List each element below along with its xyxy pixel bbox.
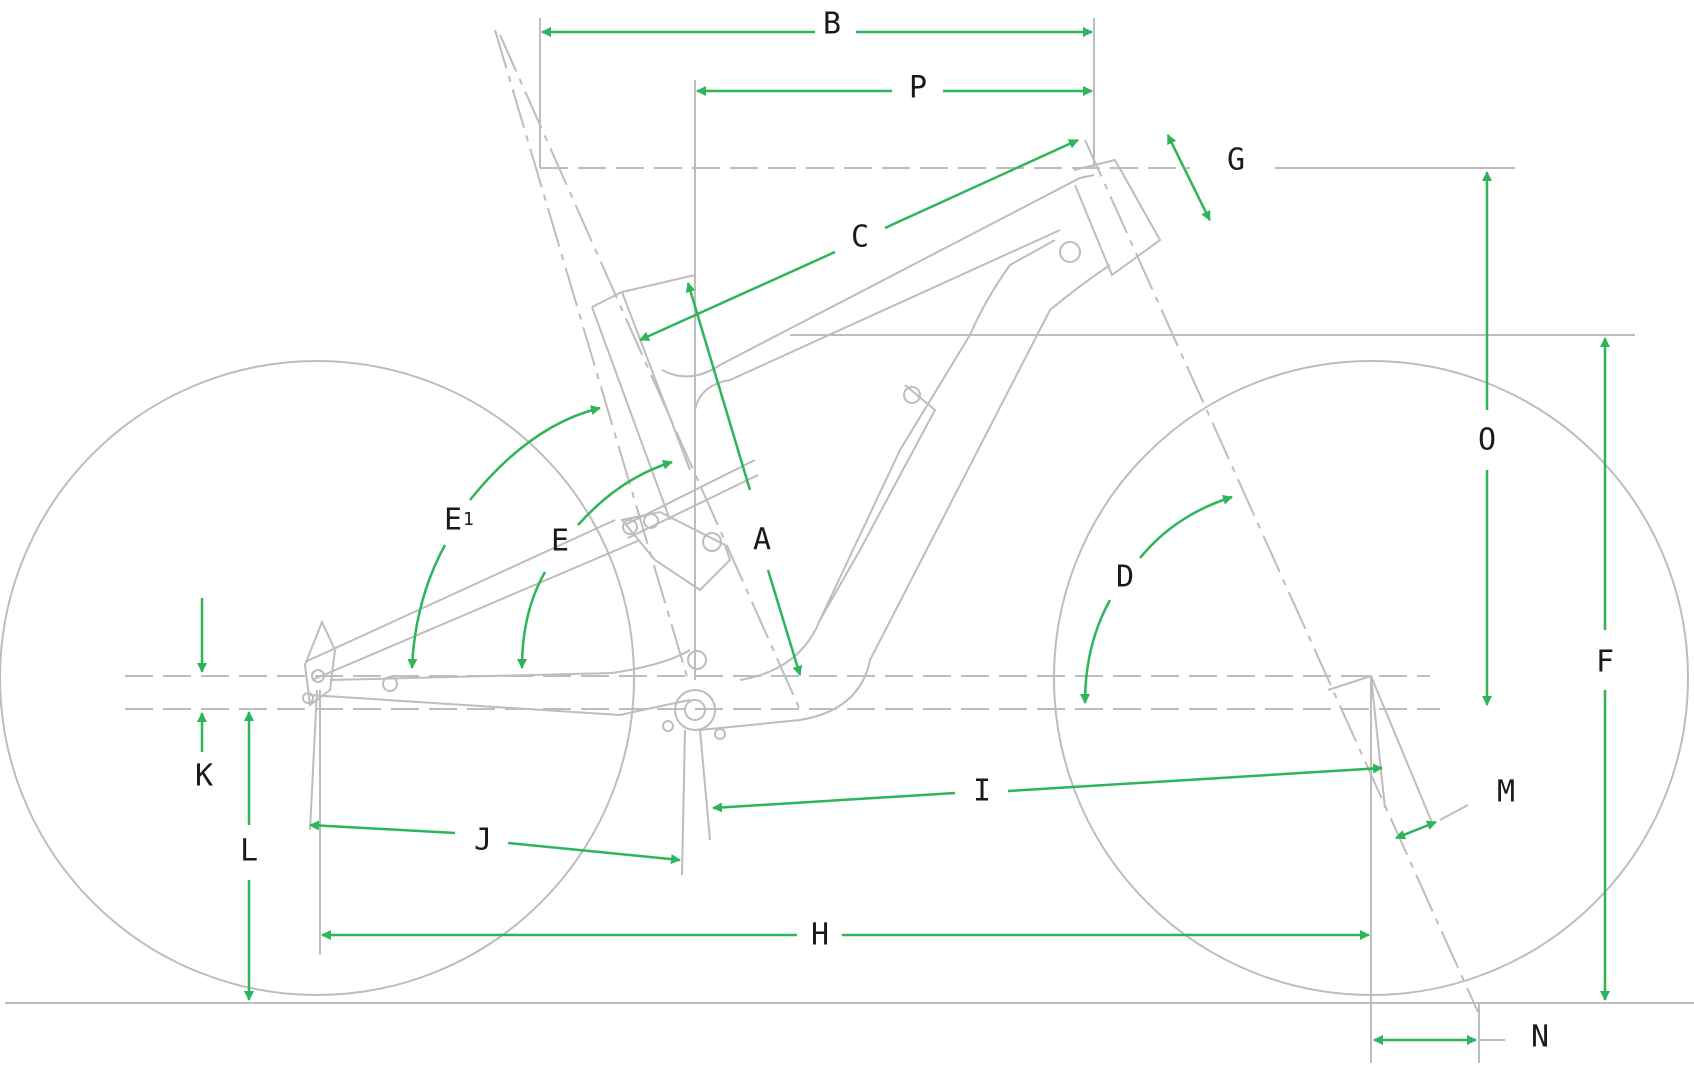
measure-c-arrow-upper (884, 138, 1079, 230)
m-extension (1439, 804, 1469, 821)
label-e1: E (444, 503, 462, 538)
label-o: O (1478, 423, 1496, 458)
label-m: M (1497, 775, 1515, 810)
label-g: G (1227, 143, 1245, 178)
seat-mast (621, 274, 696, 293)
head-tube (1073, 158, 1162, 277)
top-tube-lower (694, 229, 1061, 411)
measure-d-arc-upper (1139, 494, 1233, 559)
bb-to-pedal-right (699, 729, 711, 841)
seat-stay-upper (304, 519, 616, 663)
dropout-bolt (302, 692, 314, 704)
seat-tube-axis (494, 29, 689, 681)
label-a: A (753, 523, 771, 558)
main-pivot (687, 650, 707, 670)
rear-axle-pedal-ref (309, 689, 318, 831)
label-p: P (909, 71, 927, 106)
measure-d-arc-lower (1080, 599, 1112, 704)
measure-a-arrow-up (685, 282, 752, 491)
measure-m-arrow (1395, 820, 1437, 840)
label-f: F (1596, 645, 1614, 680)
rear-axle (311, 669, 325, 683)
label-d: D (1116, 560, 1134, 595)
measure-j-arrow-right (507, 841, 681, 865)
measure-c-arrow-lower (639, 250, 836, 342)
seat-stay-lower (311, 539, 641, 681)
rocker-pivot-1 (622, 519, 638, 535)
rear-dropout (303, 619, 337, 707)
label-i: I (973, 774, 991, 809)
label-b: B (823, 7, 841, 42)
measurements (197, 27, 1610, 1045)
down-tube (699, 264, 1111, 731)
rocker-pivot-2 (643, 513, 659, 529)
bb-bolt-left (662, 720, 674, 732)
down-tube-inner (739, 239, 1056, 681)
measure-e-arc-upper (577, 459, 673, 526)
chain-stay-lower (309, 694, 691, 717)
label-e: E (551, 524, 569, 559)
bottom-bracket (674, 689, 716, 731)
shock-bolt (903, 386, 921, 404)
fork-leg (1370, 675, 1434, 826)
measure-j-arrow-left (309, 820, 456, 835)
chainstay-pivot (382, 676, 398, 692)
label-c: C (851, 220, 869, 255)
measure-e1-arc-lower (407, 544, 447, 669)
rear-wheel (0, 360, 635, 996)
measure-e-arc-lower (517, 571, 547, 669)
measure-e1-arc-upper (469, 405, 601, 501)
bb-to-pedal-left (681, 729, 686, 876)
label-n: N (1531, 1020, 1549, 1055)
measure-i-arrow-left (712, 791, 956, 813)
label-l: L (240, 834, 258, 869)
seat-tube-inner (591, 306, 671, 521)
top-tube (661, 174, 1095, 378)
frame-drawing (0, 18, 1694, 1063)
rocker-pivot-3 (702, 532, 722, 552)
label-j: J (474, 823, 492, 858)
steering-axis (1084, 139, 1479, 1013)
measure-a-arrow-down (766, 569, 803, 676)
label-e1-superscript: 1 (463, 509, 474, 530)
label-h: H (811, 918, 829, 953)
measure-i-arrow-right (1007, 763, 1383, 793)
bb-bolt-right (714, 728, 726, 740)
bottom-bracket-inner (684, 699, 706, 721)
seat-tube-axis-effective (499, 34, 801, 711)
measurement-labels: B P C G O F A E 1 E D I J H K L M N (195, 7, 1614, 1055)
headset-detail (1059, 241, 1081, 263)
label-k: K (195, 759, 213, 794)
rocker-link (620, 510, 732, 592)
measure-g-arrow (1166, 134, 1211, 222)
chain-stay (329, 649, 691, 681)
